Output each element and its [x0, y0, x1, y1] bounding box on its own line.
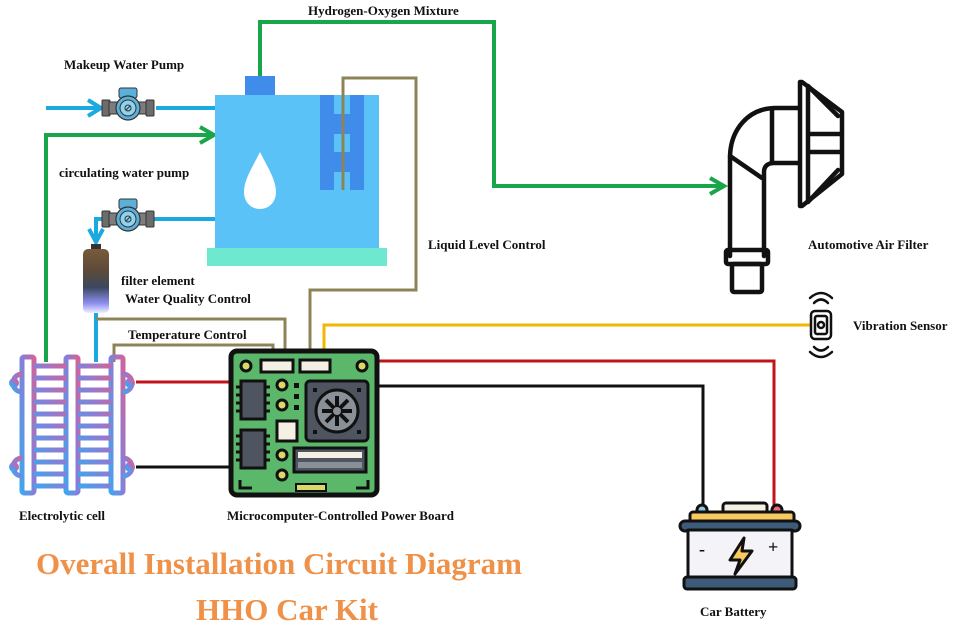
power-board-label: Microcomputer-Controlled Power Board — [227, 508, 454, 523]
circulating-water-pump-icon — [101, 198, 155, 232]
water-quality-signal-wire — [96, 317, 287, 363]
makeup-inlet-arrow — [86, 98, 105, 118]
connector-1 — [259, 358, 295, 374]
circulating-pump-to-filter — [94, 217, 104, 240]
battery-positive-wire — [376, 359, 776, 505]
diagram-title: Overall Installation Circuit Diagram — [36, 546, 522, 581]
ic-chip-1 — [236, 379, 270, 421]
filter-element-label: filter element — [121, 273, 195, 288]
air-filter-icon — [723, 79, 845, 295]
return-arrow-head — [199, 125, 219, 145]
water-quality-label: Water Quality Control — [125, 291, 251, 306]
cell-to-tank-return-line — [44, 133, 212, 362]
connector-2 — [298, 358, 332, 374]
temperature-label: Temperature Control — [128, 327, 247, 342]
tank-base — [207, 248, 387, 266]
power-board-icon — [228, 348, 380, 498]
car-battery-label: Car Battery — [700, 604, 767, 619]
circulating-pump-label: circulating water pump — [59, 165, 190, 180]
filter-element-icon — [83, 244, 109, 313]
water-tank — [207, 76, 387, 266]
vibration-sensor-wire — [322, 323, 810, 363]
vibration-sensor-label: Vibration Sensor — [853, 318, 948, 333]
filter-inlet-arrow — [87, 228, 105, 247]
cpu-fan-icon — [304, 379, 370, 443]
ic-chip-2 — [236, 428, 270, 470]
battery-negative-wire — [376, 384, 705, 505]
electrolytic-cell-icon — [9, 354, 135, 496]
electrolytic-cell-label: Electrolytic cell — [19, 508, 106, 523]
level-sensor-icon — [320, 95, 364, 190]
vibration-sensor-icon — [808, 291, 834, 359]
car-battery-icon — [678, 501, 802, 591]
liquid-level-label: Liquid Level Control — [428, 237, 546, 252]
makeup-water-pump-icon — [101, 87, 155, 121]
water-drop-icon — [244, 152, 276, 209]
air-filter-label: Automotive Air Filter — [808, 237, 929, 252]
battery-minus-sign: - — [699, 539, 705, 559]
gas-line-label: Hydrogen-Oxygen Mixture — [308, 3, 459, 18]
makeup-pump-label: Makeup Water Pump — [64, 57, 185, 72]
diagram-subtitle: HHO Car Kit — [196, 592, 378, 627]
gas-line-to-air-filter — [258, 20, 722, 188]
memory-slot — [292, 446, 368, 474]
gas-arrow-head — [709, 176, 729, 196]
lightning-bolt-icon — [728, 536, 754, 576]
tank-gas-outlet — [245, 76, 275, 96]
battery-plus-sign: + — [768, 537, 779, 557]
